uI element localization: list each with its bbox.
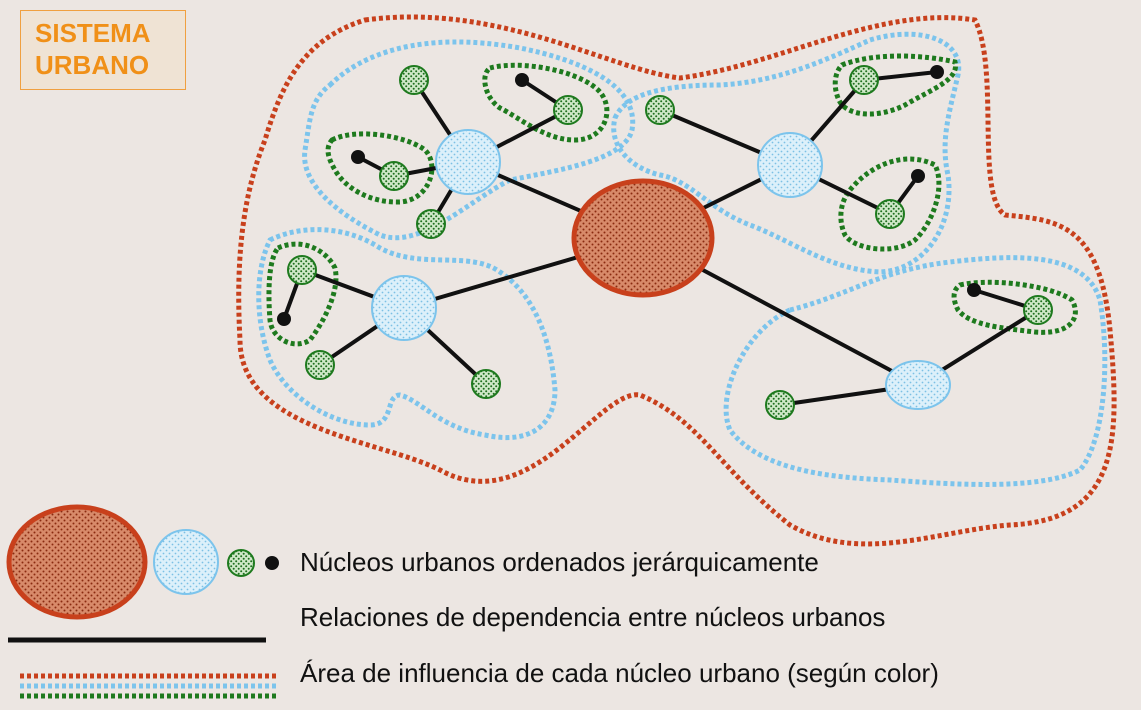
tertiary-node: [875, 199, 905, 229]
primary-urban-node: [571, 178, 715, 298]
secondary-influence-area-west: [256, 227, 558, 441]
tertiary-influence-area-1: [482, 62, 610, 143]
title-line-1: SISTEMA: [35, 18, 151, 48]
secondary-node-east: [757, 132, 823, 198]
quaternary-node: [277, 312, 291, 326]
tertiary-influence-area-6: [951, 279, 1078, 335]
tertiary-urban-nodes: [287, 65, 1053, 420]
quaternary-node: [515, 73, 529, 87]
legend-secondary-node: [153, 529, 219, 595]
tertiary-node: [399, 65, 429, 95]
secondary-node-west: [371, 275, 437, 341]
legend-links-label: Relaciones de dependencia entre núcleos …: [300, 602, 886, 632]
tertiary-node: [471, 369, 501, 399]
tertiary-node: [849, 65, 879, 95]
legend-nodes-label: Núcleos urbanos ordenados jerárquicament…: [300, 547, 819, 577]
legend-quaternary-node: [265, 556, 279, 570]
tertiary-node: [379, 161, 409, 191]
secondary-node-southeast: [885, 360, 951, 410]
tertiary-influence-area-3: [832, 53, 958, 117]
quaternary-urban-nodes: [277, 65, 981, 326]
tertiary-node: [1023, 295, 1053, 325]
tertiary-node: [645, 95, 675, 125]
secondary-node-north: [435, 129, 501, 195]
tertiary-influence-area-2: [325, 131, 435, 205]
quaternary-node: [967, 283, 981, 297]
legend-primary-node: [6, 504, 148, 620]
tertiary-node: [305, 350, 335, 380]
quaternary-node: [911, 169, 925, 183]
tertiary-node: [287, 255, 317, 285]
legend-tertiary-node: [227, 549, 255, 577]
tertiary-node: [553, 95, 583, 125]
secondary-urban-nodes: [371, 129, 951, 410]
title-line-2: URBANO: [35, 50, 150, 80]
legend-areas-label: Área de influencia de cada núcleo urbano…: [300, 658, 939, 688]
tertiary-node: [765, 390, 795, 420]
tertiary-influence-area-4: [838, 156, 942, 252]
title-box: SISTEMA URBANO: [20, 10, 186, 90]
quaternary-node: [351, 150, 365, 164]
legend-symbols: [6, 504, 279, 699]
primary-influence-area: [236, 14, 1117, 547]
tertiary-node: [416, 209, 446, 239]
secondary-influence-area-north: [302, 39, 636, 241]
quaternary-node: [930, 65, 944, 79]
